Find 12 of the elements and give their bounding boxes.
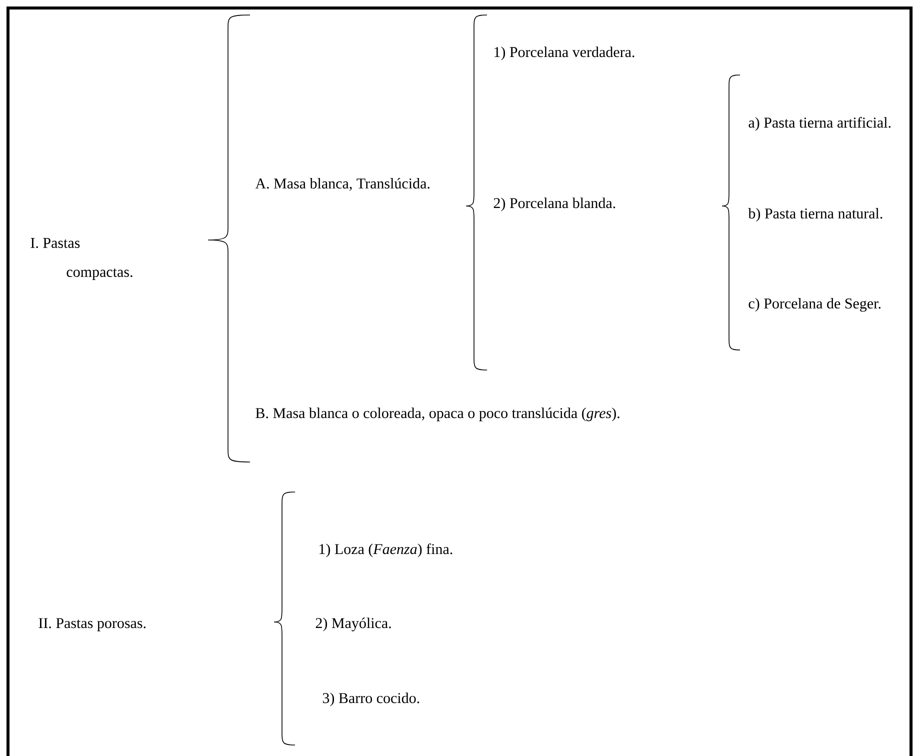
- outline-item: b) Pasta tierna natural.: [748, 208, 882, 222]
- outline-item: II. Pastas porosas.: [38, 618, 146, 632]
- outline-item: B. Masa blanca o coloreada, opaca o poco translúcida (gres).: [256, 408, 620, 422]
- outline-item: I. Pastas compactas.: [30, 238, 132, 280]
- outline-item: 2) Porcelana blanda.: [494, 198, 616, 212]
- outline-item: A. Masa blanca, Translúcida.: [255, 178, 430, 191]
- outline-item: a) Pasta tierna artificial.: [748, 117, 890, 131]
- outline-item: 2) Mayólica.: [316, 618, 391, 632]
- outline-item: 1) Loza (Faenza) fina.: [320, 543, 452, 558]
- outline-item: 1) Porcelana verdadera.: [494, 46, 634, 60]
- outline-item: 3) Barro cocido.: [322, 692, 420, 706]
- outline-item: c) Porcelana de Seger.: [748, 298, 880, 312]
